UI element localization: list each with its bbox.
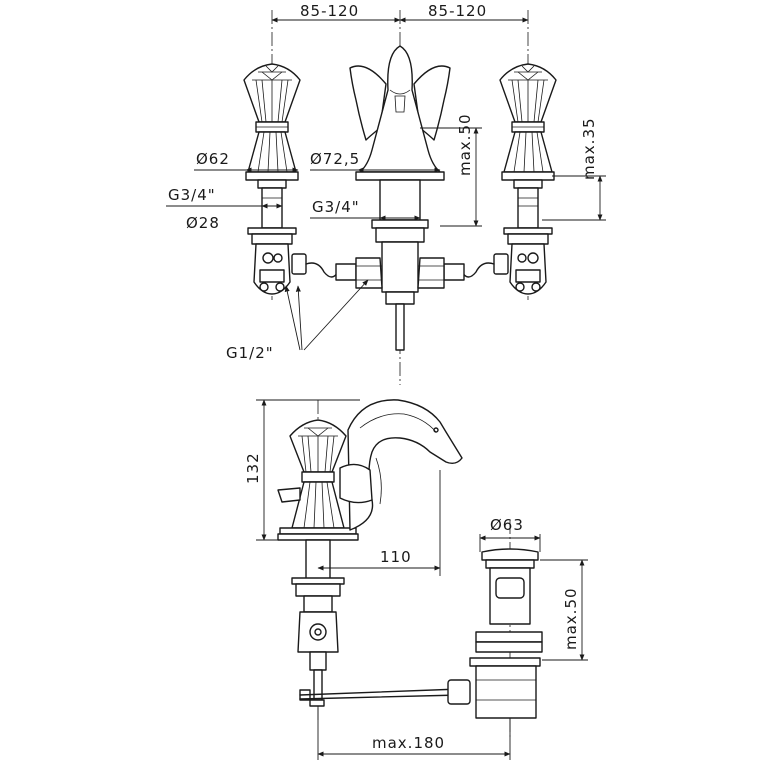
rod-nut (447, 679, 471, 705)
left-handle (243, 63, 307, 295)
popup-rod (299, 688, 461, 700)
spout-body-front (349, 45, 451, 351)
spacing-left-label: 85-120 (300, 2, 359, 20)
overall-height-label: 132 (244, 452, 262, 484)
right-handle (493, 63, 557, 295)
spout-base-diameter-label: Ø72,5 (310, 150, 360, 168)
side-handle (277, 419, 359, 541)
spacing-right-label: 85-120 (428, 2, 487, 20)
handle-thread-label: G3/4" (168, 186, 216, 204)
waste-height-max-label: max.50 (562, 587, 580, 650)
waste-diameter-label: Ø63 (490, 516, 524, 534)
body-thread-label: G3/4" (312, 198, 360, 216)
spout-reach-label: 110 (380, 548, 412, 566)
side-elevation-view: 132 110 Ø63 max.50 max.180 (244, 399, 588, 760)
handle-height-max-label: max.35 (580, 117, 598, 180)
side-swan-spout (339, 399, 463, 531)
front-elevation-view: 85-120 85-120 (166, 2, 606, 385)
handle-diameter-label: Ø62 (196, 150, 230, 168)
side-lower-body (291, 539, 345, 707)
rod-length-max-label: max.180 (372, 734, 445, 752)
spout-height-max-label: max.50 (456, 113, 474, 176)
waste-fitting (469, 548, 543, 719)
shank-diameter-label: Ø28 (186, 214, 220, 232)
connection-thread-label: G1/2" (226, 344, 274, 362)
